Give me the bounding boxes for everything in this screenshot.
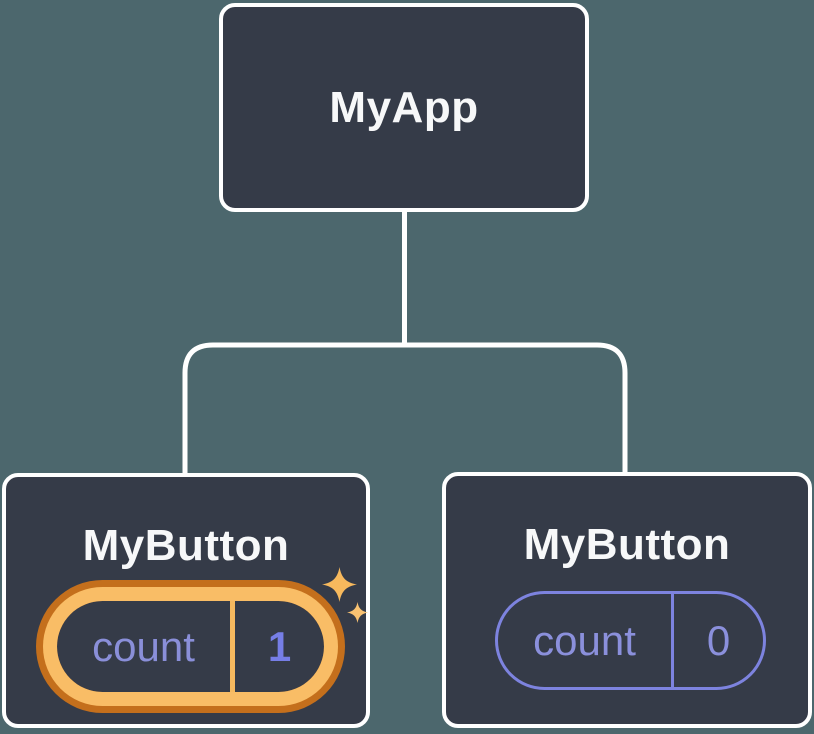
- state-value-label: 0: [706, 616, 731, 664]
- state-value-cell: 1: [235, 601, 324, 692]
- node-mybutton-label: MyButton: [82, 521, 290, 570]
- pill-divider: [230, 601, 235, 692]
- node-mybutton-plain: MyButton count 0: [442, 472, 812, 728]
- node-mybutton-label: MyButton: [523, 520, 731, 569]
- state-pill-highlighted: count 1: [57, 601, 324, 692]
- state-value-label: 1: [267, 622, 292, 670]
- node-myapp-label: MyApp: [329, 82, 479, 132]
- state-name-label: count: [533, 616, 636, 664]
- node-mybutton-highlighted: MyButton count 1: [2, 473, 370, 728]
- state-name-cell: count: [57, 601, 230, 692]
- state-value-cell: 0: [674, 594, 763, 687]
- pill-divider: [671, 594, 674, 687]
- node-myapp: MyApp: [219, 3, 589, 212]
- state-name-label: count: [92, 622, 195, 670]
- state-pill: count 0: [495, 591, 766, 690]
- sparkles-icon: [322, 567, 368, 623]
- state-name-cell: count: [498, 594, 671, 687]
